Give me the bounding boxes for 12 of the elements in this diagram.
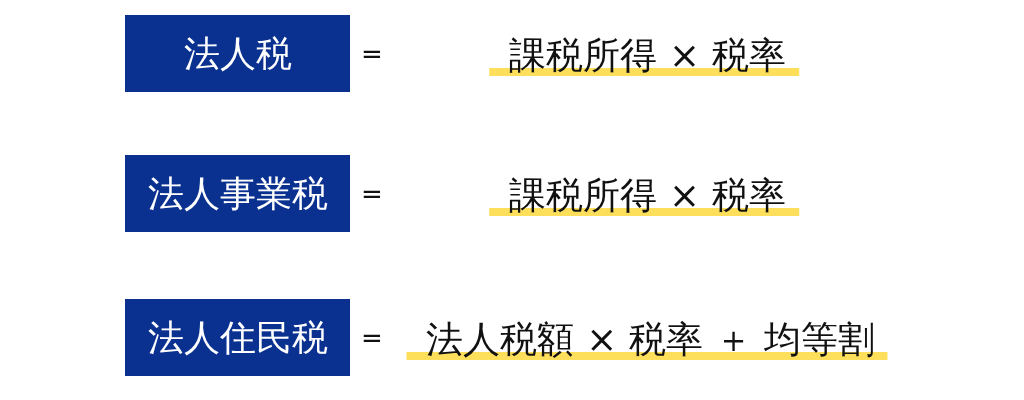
term-text: 法人住民税 — [147, 317, 328, 358]
term-text: 法人税 — [183, 33, 292, 74]
term-box — [125, 299, 350, 376]
equals-sign: = — [361, 322, 383, 355]
equals-sign: = — [361, 38, 383, 71]
highlighted-formula: 課税所得 × 税率 — [489, 177, 799, 216]
highlighted-formula: 課税所得 × 税率 — [489, 37, 799, 76]
term-box — [125, 15, 350, 92]
equals-sign: = — [361, 178, 383, 211]
term-text: 法人事業税 — [147, 173, 328, 214]
term-box — [125, 155, 350, 232]
highlighted-formula: 法人税額 × 税率 ＋ 均等割 — [406, 321, 888, 360]
